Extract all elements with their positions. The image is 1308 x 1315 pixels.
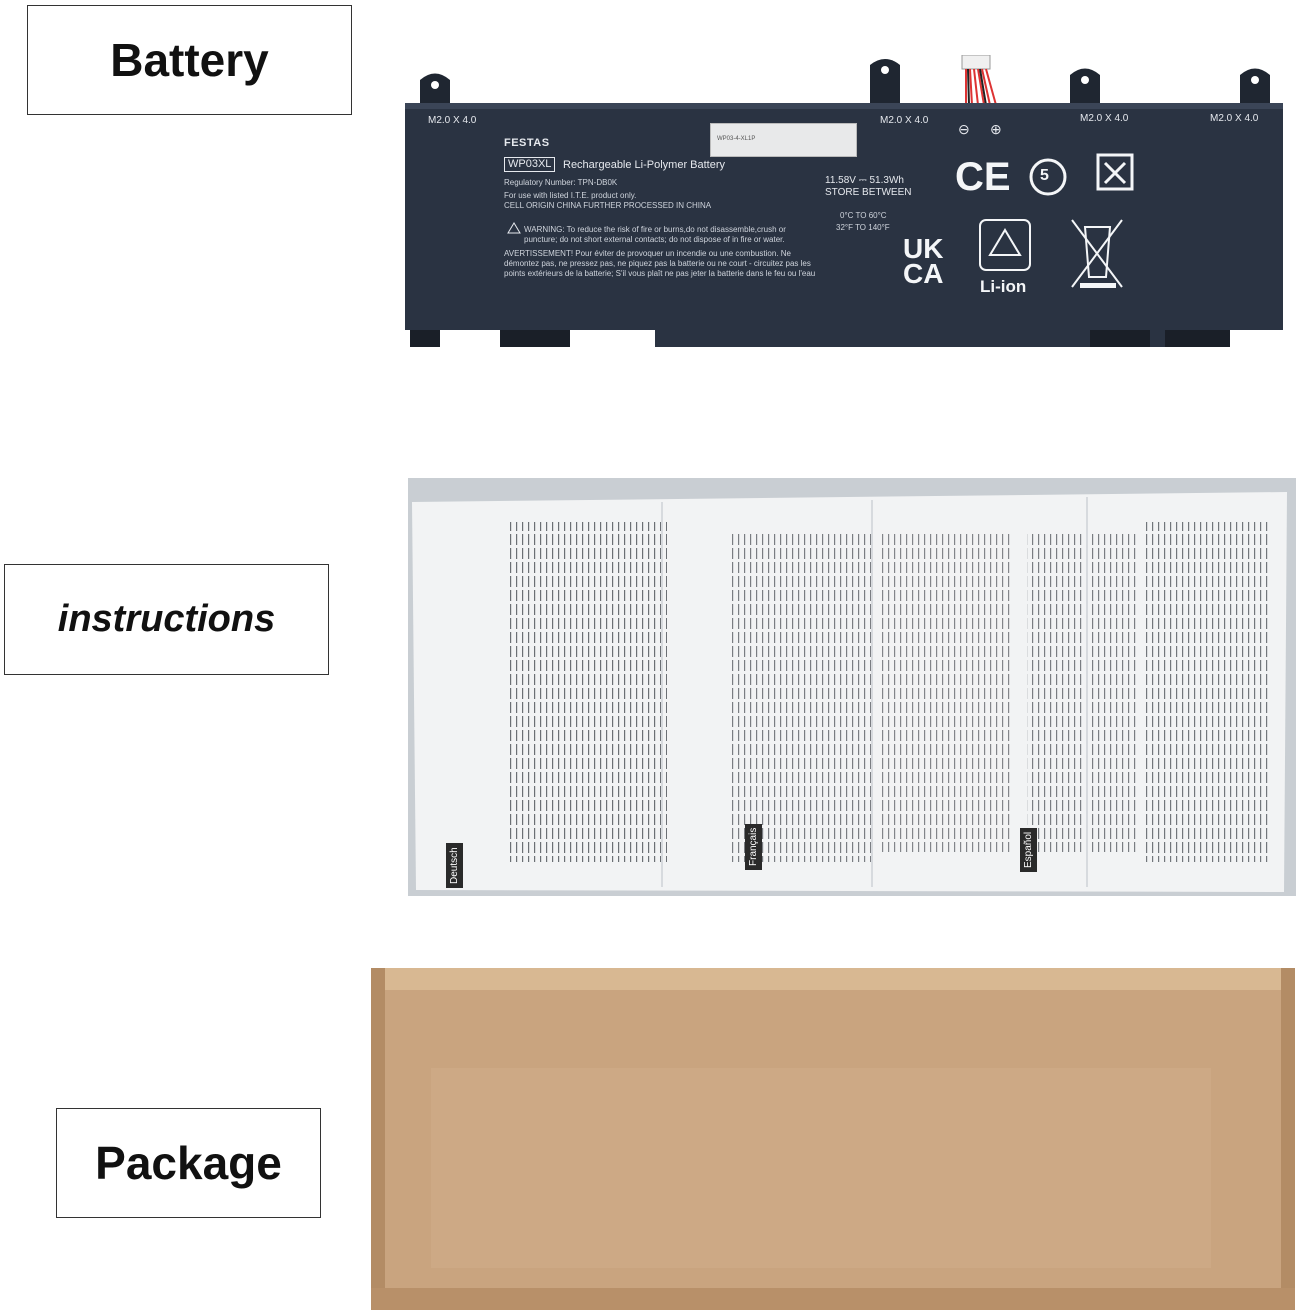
- use-note: For use with listed I.T.E. product only.: [504, 191, 637, 200]
- avertissement-line-1: AVERTISSEMENT! Pour éviter de provoquer …: [504, 249, 791, 258]
- voltage-rating: 11.58V ⎓ 51.3Wh: [825, 175, 904, 186]
- avertissement-line-3: points extérieurs de la batterie; S'il v…: [504, 269, 816, 278]
- store-between: STORE BETWEEN: [825, 187, 912, 198]
- barcode-sticker: WP03-4-XL1P: [710, 123, 857, 157]
- screw-label-2: M2.0 X 4.0: [880, 115, 929, 126]
- cell-origin: CELL ORIGIN CHINA FURTHER PROCESSED IN C…: [504, 201, 712, 210]
- avertissement-line-2: démontez pas, ne pressez pas, ne piquez …: [504, 259, 811, 268]
- panel-label-deutsch: Deutsch: [446, 843, 463, 888]
- ukca-mark-top: UK: [903, 233, 944, 264]
- cardboard-box-icon: [371, 968, 1295, 1310]
- battery-brand: FESTAS: [504, 137, 550, 149]
- instructions-sheet: [412, 492, 1287, 892]
- temperature-fahrenheit: 32°F TO 140°F: [836, 223, 890, 232]
- battery-product-line: Rechargeable Li-Polymer Battery: [563, 159, 726, 171]
- battery-model: WP03XL: [504, 157, 556, 172]
- battery-body-icon: [405, 55, 1283, 347]
- battery-image: WP03-4-XL1P M2.0 X 4.0 M2.0 X 4.0 M2.0 X…: [400, 55, 1290, 365]
- warning-line-2: puncture; do not short external contacts…: [524, 235, 785, 244]
- package-label: Package: [56, 1108, 321, 1218]
- sticker-model: WP03-4-XL1P: [717, 136, 756, 142]
- screw-label-3: M2.0 X 4.0: [1080, 113, 1129, 124]
- screw-label-1: M2.0 X 4.0: [428, 115, 477, 126]
- temperature-celsius: 0°C TO 60°C: [840, 211, 887, 220]
- warning-line-1: WARNING: To reduce the risk of fire or b…: [524, 225, 786, 234]
- battery-label: Battery: [27, 5, 352, 115]
- li-ion-recycle-icon: Li-ion: [980, 277, 1027, 296]
- regulatory-number: Regulatory Number: TPN-DB0K: [504, 178, 618, 187]
- panel-label-espanol: Español: [1020, 827, 1037, 872]
- ukca-mark-bottom: CA: [903, 258, 944, 289]
- screw-label-4: M2.0 X 4.0: [1210, 113, 1259, 124]
- instructions-label: instructions: [4, 564, 329, 675]
- panel-label-francais: Français: [745, 823, 762, 870]
- plus-terminal-icon: ⊕: [990, 121, 1002, 137]
- circle-number: 5: [1040, 167, 1049, 184]
- minus-terminal-icon: ⊖: [958, 121, 970, 137]
- ce-mark-icon: CE: [955, 155, 1011, 199]
